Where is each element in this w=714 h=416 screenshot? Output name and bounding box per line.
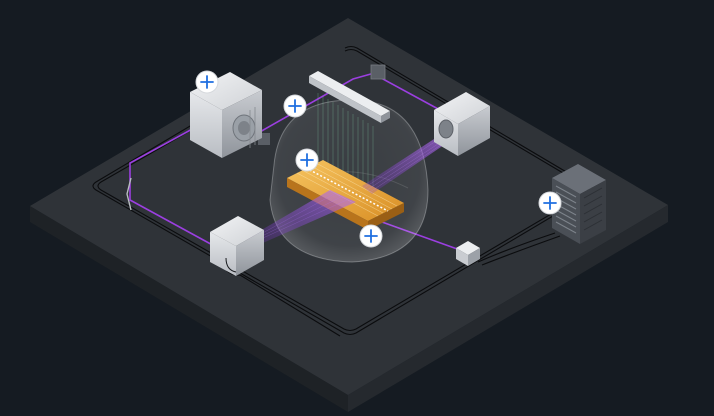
hotspot-optical-bar[interactable] [283, 94, 307, 118]
plus-circle-icon [543, 196, 557, 210]
hotspot-vacuum-chamber[interactable] [359, 224, 383, 248]
hotspot-laser-source[interactable] [195, 70, 219, 94]
laser-source-fins [249, 107, 256, 148]
server-rack [552, 164, 606, 244]
plus-circle-icon [364, 229, 378, 243]
small-cube [456, 241, 480, 266]
camera-box [434, 92, 490, 156]
plus-circle-icon [288, 99, 302, 113]
optical-bar [309, 71, 390, 190]
optical-bar-side [381, 111, 390, 123]
beam-fan-left [246, 190, 356, 246]
plus-circle-icon [300, 153, 314, 167]
hotspot-control-server[interactable] [538, 191, 562, 215]
laser-source [190, 72, 262, 158]
mirror-top-right [370, 64, 386, 80]
optical-bar-front [309, 76, 381, 123]
detector-box [210, 216, 264, 276]
beam-fans [246, 126, 460, 246]
plus-circle-icon [200, 75, 214, 89]
hotspot-ion-trap[interactable] [295, 148, 319, 172]
fiber-cable [92, 45, 594, 337]
beam-fan-right [362, 126, 460, 194]
mirror-left-edge [126, 177, 132, 211]
mirrors [126, 64, 386, 211]
optical-bar-top [309, 71, 390, 116]
ion-chain [305, 167, 389, 212]
platform-side-right [348, 205, 668, 412]
platform-side-left [30, 206, 348, 412]
